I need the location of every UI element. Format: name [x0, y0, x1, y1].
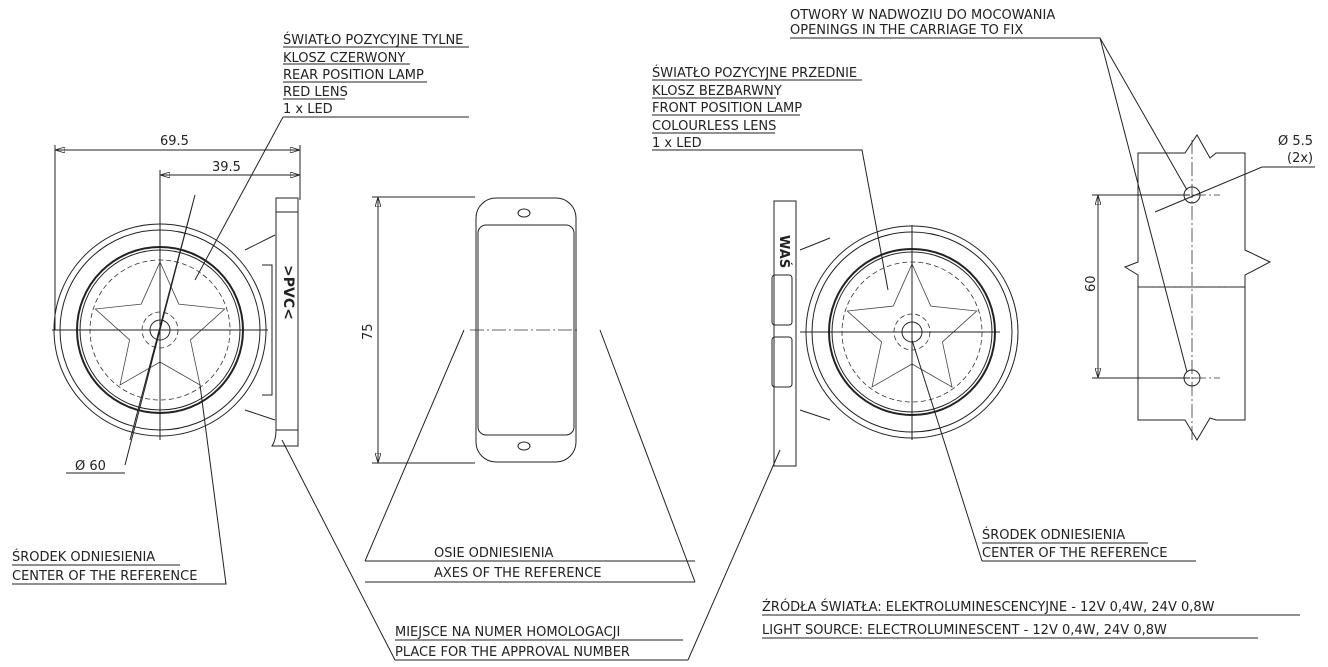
rear-label-line: RED LENS	[283, 85, 348, 100]
label-line: ŚRODEK ODNIESIENIA	[12, 549, 155, 565]
dimension-width-total: 69.5	[160, 134, 189, 149]
front-label-line: FRONT POSITION LAMP	[652, 101, 802, 116]
reference-center-left: ŚRODEK ODNIESIENIA CENTER OF THE REFEREN…	[12, 384, 227, 585]
reference-center-right: ŚRODEK ODNIESIENIA CENTER OF THE REFEREN…	[911, 339, 1196, 562]
side-view: 75	[361, 196, 580, 464]
rear-label-line: ŚWIATŁO POZYCYJNE TYLNE	[283, 32, 463, 48]
front-label-line: COLOURLESS LENS	[652, 119, 776, 134]
front-label-line: KLOSZ BEZBARWNY	[652, 84, 782, 99]
label-line: MIEJSCE NA NUMER HOMOLOGACJI	[395, 625, 620, 640]
label-line: OSIE ODNIESIENIA	[434, 546, 554, 561]
label-line: PLACE FOR THE APPROVAL NUMBER	[395, 645, 630, 660]
light-source-note: ŹRÓDŁA ŚWIATŁA: ELEKTROLUMINESCENCYJNE -…	[762, 599, 1300, 639]
label-line: CENTER OF THE REFERENCE	[982, 546, 1167, 561]
rear-label-line: 1 x LED	[283, 102, 333, 117]
rear-label-line: REAR POSITION LAMP	[283, 68, 424, 83]
dimension-hole-spacing: 60	[1084, 275, 1099, 292]
was-marking: WAŚ	[776, 235, 792, 268]
openings-label-line: OTWORY W NADWOZIU DO MOCOWANIA	[790, 8, 1055, 23]
rear-lamp-view: 69.5 39.5 Ø 60 >PVC<	[52, 134, 301, 474]
dimension-diameter: Ø 60	[75, 459, 106, 474]
dimension-width-offset: 39.5	[212, 160, 241, 175]
label-line: CENTER OF THE REFERENCE	[12, 569, 197, 584]
dimension-height: 75	[361, 323, 376, 340]
openings-label-line: OPENINGS IN THE CARRIAGE TO FIX	[790, 23, 1023, 38]
dimension-hole-count: (2x)	[1287, 151, 1313, 166]
rear-lamp-label: ŚWIATŁO POZYCYJNE TYLNE KLOSZ CZERWONY R…	[194, 32, 469, 281]
label-line: AXES OF THE REFERENCE	[434, 566, 602, 581]
pvc-marking: >PVC<	[280, 265, 296, 320]
front-label-line: ŚWIATŁO POZYCYJNE PRZEDNIE	[652, 65, 857, 81]
label-line: ŚRODEK ODNIESIENIA	[982, 527, 1125, 543]
label-line: ŹRÓDŁA ŚWIATŁA: ELEKTROLUMINESCENCYJNE -…	[762, 599, 1215, 615]
front-label-line: 1 x LED	[652, 136, 702, 151]
reference-axes: OSIE ODNIESIENIA AXES OF THE REFERENCE	[364, 329, 696, 583]
front-lamp-view: ŚWIATŁO POZYCYJNE PRZEDNIE KLOSZ BEZBARW…	[652, 65, 1019, 467]
approval-place: MIEJSCE NA NUMER HOMOLOGACJI PLACE FOR T…	[281, 439, 781, 661]
dimension-hole-diameter: Ø 5.5	[1278, 134, 1313, 149]
rear-label-line: KLOSZ CZERWONY	[283, 51, 405, 66]
label-line: LIGHT SOURCE: ELECTROLUMINESCENT - 12V 0…	[762, 623, 1167, 638]
mounting-holes-view: OTWORY W NADWOZIU DO MOCOWANIA OPENINGS …	[790, 8, 1315, 441]
